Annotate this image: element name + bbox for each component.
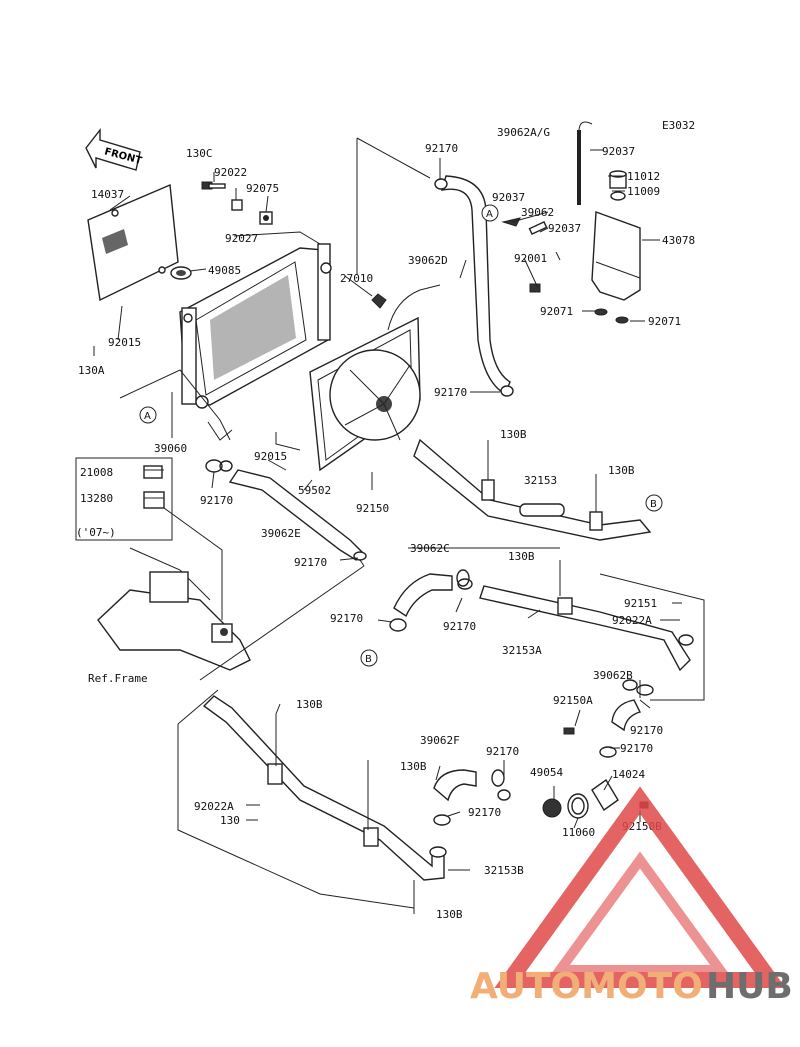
- upper-hose: [441, 175, 511, 396]
- watermark-part2: HUB: [706, 966, 793, 1007]
- label-92170-h: 92170: [620, 742, 653, 755]
- label-92037-b: 92037: [492, 191, 525, 204]
- radiator-screen: [87, 183, 179, 302]
- label-39062: 39062: [521, 206, 554, 219]
- bolt-icon: [201, 181, 273, 225]
- label-92170-i: 92170: [486, 745, 519, 758]
- label-92022: 92022: [214, 166, 247, 179]
- cooling-fan: [309, 316, 421, 472]
- label-59502: 59502: [298, 484, 331, 497]
- label-92170-g: 92170: [630, 724, 663, 737]
- label-21008: 21008: [80, 466, 113, 479]
- label-92170-e: 92170: [330, 612, 363, 625]
- svg-text:A: A: [144, 411, 151, 422]
- label-92151: 92151: [624, 597, 657, 610]
- diagram-code: E3032: [662, 119, 695, 132]
- label-130b-2: 130B: [608, 464, 635, 477]
- label-43078: 43078: [662, 234, 695, 247]
- label-92022a: 92022A: [612, 614, 652, 627]
- label-92015-a: 92015: [108, 336, 141, 349]
- hose-39062b: [611, 699, 642, 732]
- label-ref-frame: Ref.Frame: [88, 672, 148, 685]
- label-32153a: 32153A: [502, 644, 542, 657]
- label-39062e: 39062E: [261, 527, 301, 540]
- svg-text:B: B: [365, 654, 372, 665]
- fan-switch: [371, 293, 387, 309]
- label-92071-a: 92071: [540, 305, 573, 318]
- label-27010: 27010: [340, 272, 373, 285]
- label-32153b: 32153B: [484, 864, 524, 877]
- label-92075: 92075: [246, 182, 279, 195]
- label-11060: 11060: [562, 826, 595, 839]
- label-130b-1: 130B: [500, 428, 527, 441]
- hose-39062f: [433, 769, 477, 802]
- label-92037-c: 92037: [548, 222, 581, 235]
- label-11009: 11009: [627, 185, 660, 198]
- label-92150: 92150: [356, 502, 389, 515]
- label-note-07: ('07~): [76, 526, 116, 539]
- radiator-cap: [170, 266, 192, 280]
- label-39062f: 39062F: [420, 734, 460, 747]
- label-13280: 13280: [80, 492, 113, 505]
- coolant-pipe-32153: [413, 438, 652, 541]
- label-130b-6: 130B: [436, 908, 463, 921]
- label-92001: 92001: [514, 252, 547, 265]
- hose-39062c: [393, 573, 453, 618]
- label-92170-b: 92170: [434, 386, 467, 399]
- label-32153: 32153: [524, 474, 557, 487]
- label-130b-3: 130B: [508, 550, 535, 563]
- label-39062ag: 39062A/G: [497, 126, 550, 139]
- part-labels: 130C 92022 92075 14037 92027 49085 92015…: [76, 126, 695, 921]
- label-92022a-2: 92022A: [194, 800, 234, 813]
- callout-a: A A: [139, 204, 499, 424]
- radiator: [179, 243, 332, 409]
- label-49085: 49085: [208, 264, 241, 277]
- watermark-logo: AUTOMOTO HUB: [470, 786, 793, 1007]
- label-14024: 14024: [612, 768, 645, 781]
- lower-hose-39062e: [228, 469, 363, 561]
- label-130: 130: [220, 814, 240, 827]
- label-130a: 130A: [78, 364, 105, 377]
- label-92170-c: 92170: [200, 494, 233, 507]
- label-130b-5: 130B: [400, 760, 427, 773]
- label-92170-d: 92170: [294, 556, 327, 569]
- label-92027: 92027: [225, 232, 258, 245]
- svg-text:A: A: [486, 209, 493, 220]
- label-39060: 39060: [154, 442, 187, 455]
- label-92015-b: 92015: [254, 450, 287, 463]
- label-92170-a: 92170: [425, 142, 458, 155]
- label-92170-f: 92170: [443, 620, 476, 633]
- coolant-pipe-32153b: [202, 695, 447, 881]
- leader-lines: [75, 137, 705, 914]
- label-130b-4: 130B: [296, 698, 323, 711]
- label-11012: 11012: [627, 170, 660, 183]
- coolant-pipe-32153a: [479, 585, 694, 672]
- label-39062c: 39062C: [410, 542, 450, 555]
- label-92170-j: 92170: [468, 806, 501, 819]
- label-49054: 49054: [530, 766, 563, 779]
- label-92071-b: 92071: [648, 315, 681, 328]
- frame-sketch: [97, 547, 251, 671]
- watermark-part1: AUTOMOTO: [470, 966, 703, 1007]
- front-arrow-icon: FRONT: [85, 127, 143, 171]
- callout-b: B B: [360, 494, 663, 667]
- label-14037: 14037: [91, 188, 124, 201]
- label-92150a: 92150A: [553, 694, 593, 707]
- reservoir-tank: [501, 121, 641, 324]
- relay-parts: [143, 465, 165, 509]
- svg-text:B: B: [650, 499, 657, 510]
- label-92037-a: 92037: [602, 145, 635, 158]
- label-39062d: 39062D: [408, 254, 448, 267]
- label-39062b: 39062B: [593, 669, 633, 682]
- label-130c: 130C: [186, 147, 213, 160]
